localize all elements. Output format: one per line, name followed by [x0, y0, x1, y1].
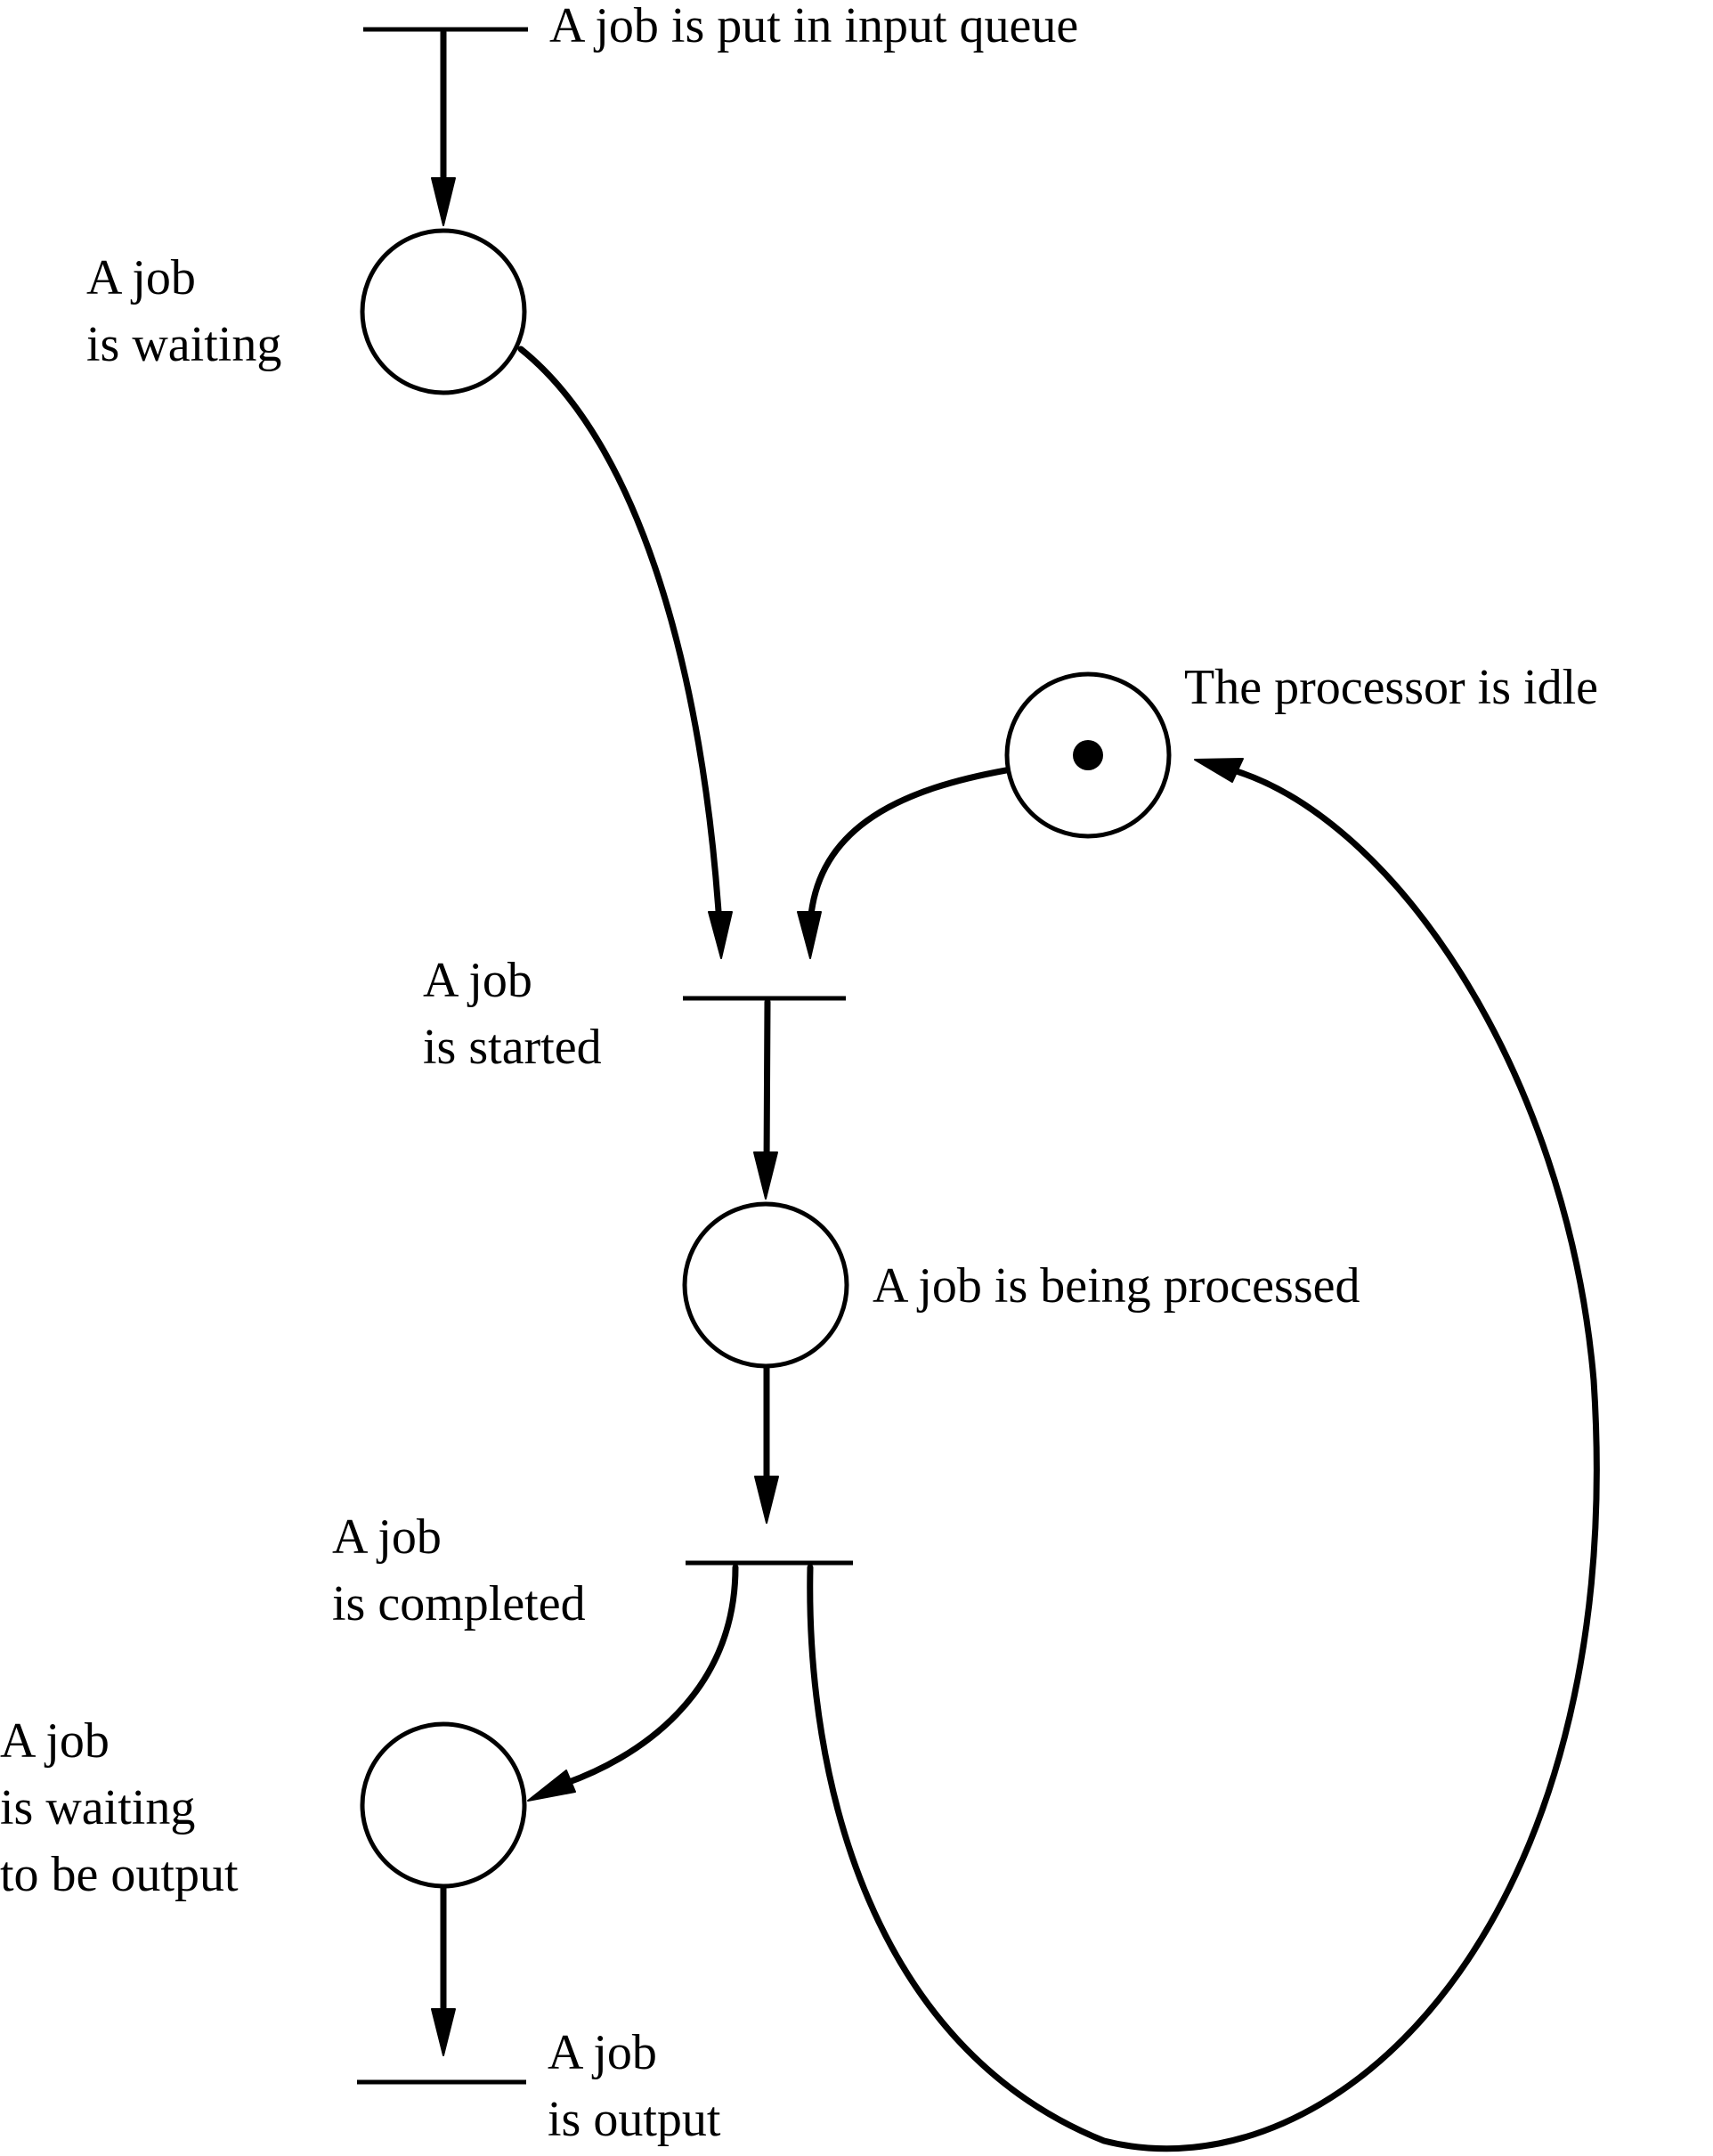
label-place-idle: The processor is idle: [1184, 660, 1598, 715]
arc-output-wait-to-output: [431, 1884, 456, 2056]
label-place-waiting: A job is waiting: [86, 250, 281, 372]
place-job-being-processed: [682, 1201, 849, 1369]
label-transition-output: A job is output: [548, 2025, 721, 2147]
arc-waiting-to-start: [517, 346, 733, 959]
place-job-waiting-output: [360, 1721, 527, 1889]
arc-idle-to-start: [797, 767, 1010, 959]
arc-processing-to-complete: [754, 1363, 779, 1524]
place-job-waiting: [360, 228, 527, 395]
label-place-output-wait: A job is waiting to be output: [0, 1713, 239, 1902]
label-transition-complete: A job is completed: [332, 1509, 586, 1631]
arc-input-to-waiting: [431, 28, 456, 226]
arc-complete-to-output-wait: [527, 1564, 739, 1802]
label-place-processing: A job is being processed: [873, 1258, 1360, 1314]
arc-start-to-processing: [753, 998, 778, 1200]
label-transition-start: A job is started: [423, 953, 602, 1075]
arc-complete-to-idle-loop: [807, 758, 1600, 2152]
label-transition-input: A job is put in input queue: [549, 0, 1078, 53]
token-processor-idle: [1073, 740, 1103, 770]
